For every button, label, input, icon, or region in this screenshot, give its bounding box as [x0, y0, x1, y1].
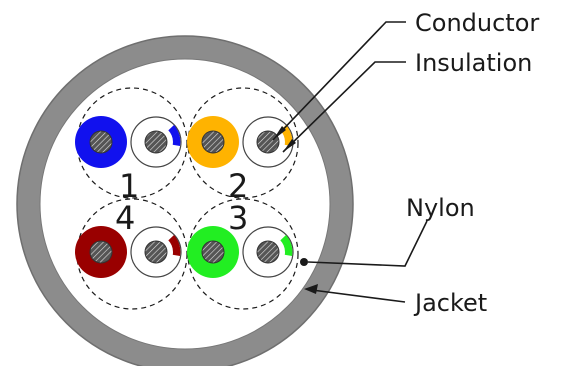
nylon-label: Nylon	[406, 194, 475, 222]
pair-2-number: 2	[228, 167, 248, 205]
jacket-leader	[304, 284, 406, 303]
conductor-leader	[272, 21, 406, 141]
pair-4-colored-conductor	[89, 240, 113, 264]
insulation-label: Insulation	[415, 49, 532, 77]
pair-3-number: 3	[228, 199, 248, 237]
pair-4-number: 4	[115, 199, 135, 237]
nylon-leader	[307, 220, 428, 267]
jacket-inner	[39, 58, 331, 350]
pair-1: 1	[75, 116, 182, 205]
pair-4: 4	[75, 199, 182, 278]
conductor-label: Conductor	[415, 9, 539, 37]
pair-3: 3	[187, 199, 294, 278]
insulation-leader	[282, 61, 406, 153]
pair-2-colored-conductor	[201, 130, 225, 154]
pair-1-white-conductor	[144, 130, 168, 154]
pair-4-white-conductor	[144, 240, 168, 264]
pair-2-white-conductor	[256, 130, 280, 154]
jacket-label: Jacket	[413, 289, 487, 317]
pair-3-colored-conductor	[201, 240, 225, 264]
pair-1-number: 1	[119, 167, 139, 205]
pair-1-colored-conductor	[89, 130, 113, 154]
pair-3-white-conductor	[256, 240, 280, 264]
nylon-filler	[300, 258, 308, 266]
